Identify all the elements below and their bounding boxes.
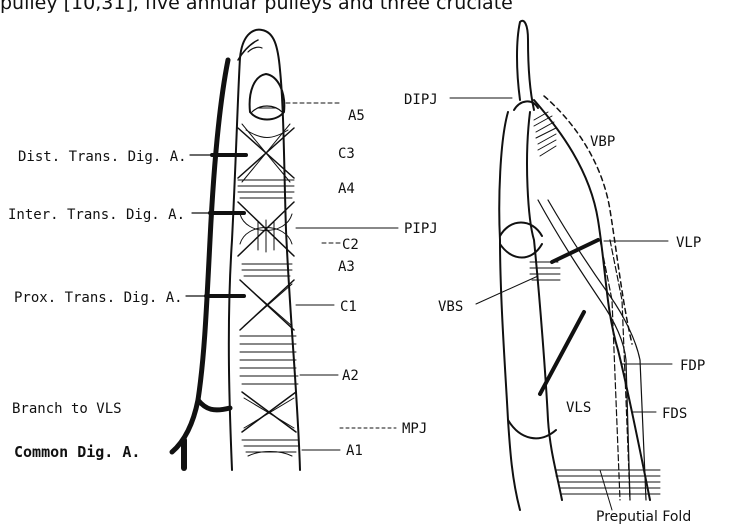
right-finger-drawing (499, 21, 660, 510)
left-finger-drawing (172, 30, 300, 470)
label-c3: C3 (338, 146, 355, 162)
label-c2: C2 (342, 237, 359, 253)
label-common-dig-a: Common Dig. A. (14, 443, 140, 461)
label-vbs: VBS (438, 299, 463, 315)
label-fdp: FDP (680, 358, 705, 374)
label-inter-trans-dig-a: Inter. Trans. Dig. A. (8, 207, 185, 223)
label-preputial-fold: Preputial Fold (596, 509, 691, 525)
label-dipj: DIPJ (404, 92, 438, 108)
label-prox-trans-dig-a: Prox. Trans. Dig. A. (14, 290, 183, 306)
label-vlp: VLP (676, 235, 701, 251)
label-fds: FDS (662, 406, 687, 422)
label-vbp: VBP (590, 134, 615, 150)
label-dist-trans-dig-a: Dist. Trans. Dig. A. (18, 149, 187, 165)
label-branch-to-vls: Branch to VLS (12, 401, 122, 417)
label-pipj: PIPJ (404, 221, 438, 237)
label-a1: A1 (346, 443, 363, 459)
label-a4: A4 (338, 181, 355, 197)
label-a3: A3 (338, 259, 355, 275)
label-a5: A5 (348, 108, 365, 124)
label-mpj: MPJ (402, 421, 427, 437)
label-c1: C1 (340, 299, 357, 315)
label-a2: A2 (342, 368, 359, 384)
left-side-labels: Dist. Trans. Dig. A. Inter. Trans. Dig. … (8, 149, 212, 461)
label-vls: VLS (566, 400, 591, 416)
left-finger-right-labels: A5 C3 A4 PIPJ C2 A3 C1 A2 MPJ A1 (286, 103, 438, 459)
